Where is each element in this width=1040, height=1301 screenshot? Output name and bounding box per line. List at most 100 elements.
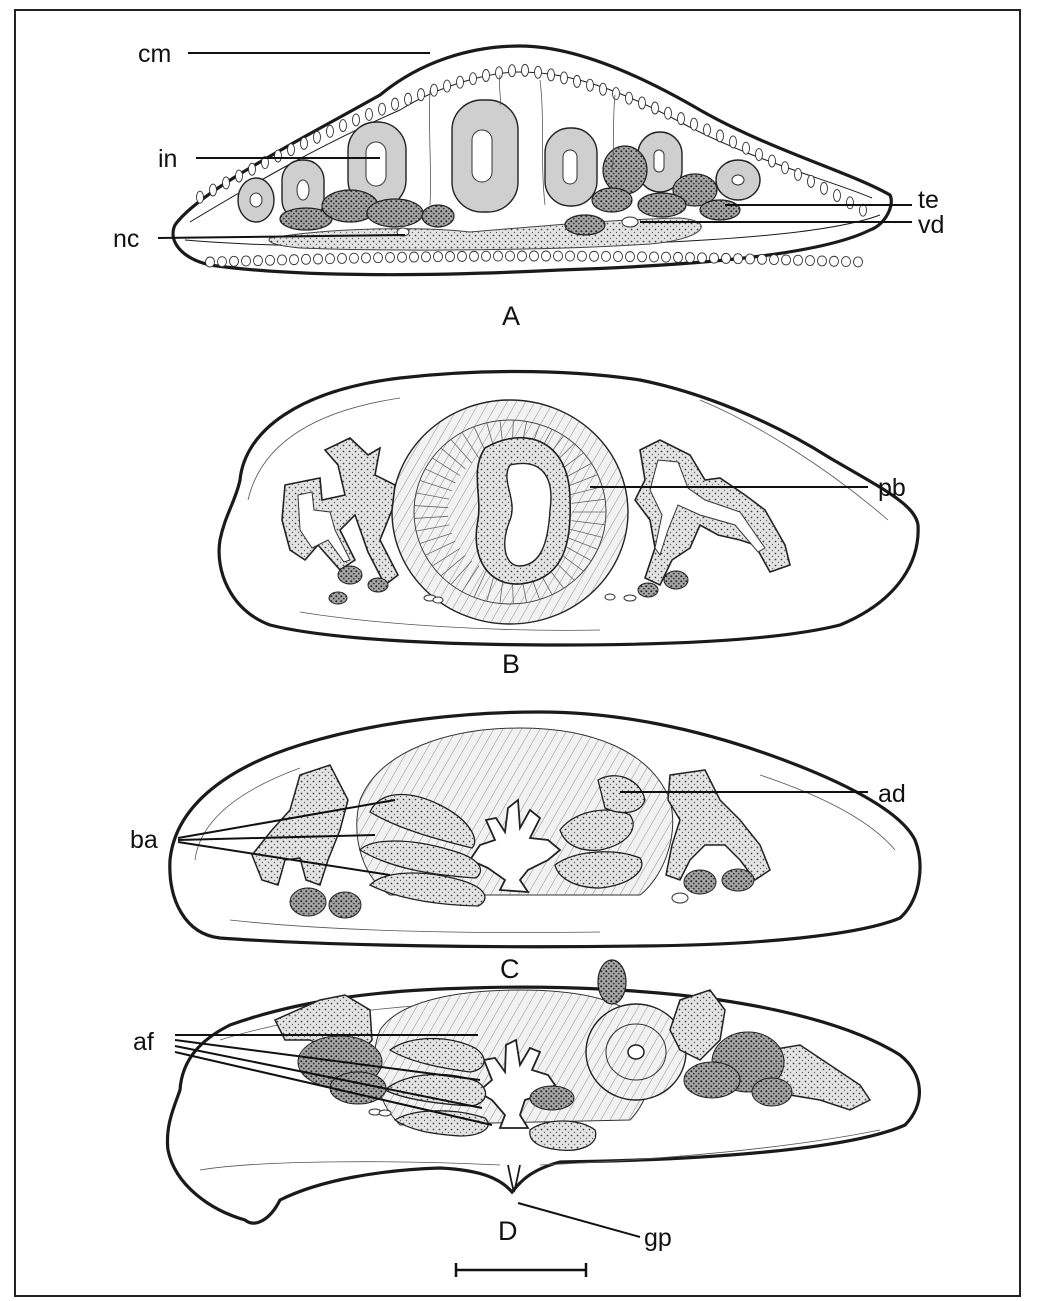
muscle-cell <box>834 190 841 202</box>
muscle-cell <box>717 130 724 142</box>
muscle-cell <box>746 254 755 264</box>
muscle-cell <box>730 136 737 148</box>
ovary-nucleus <box>628 1045 644 1059</box>
muscle-cell <box>410 252 419 262</box>
muscle-cell <box>587 79 594 91</box>
muscle-cell <box>665 107 672 119</box>
muscle-cell <box>830 256 839 266</box>
panel-c: ad ba C <box>130 712 920 984</box>
gp-leader <box>518 1203 640 1237</box>
muscle-cell <box>275 150 282 162</box>
panel-label-a: A <box>502 301 520 331</box>
panel-a: cm in nc te vd A <box>113 40 944 331</box>
label-nc: nc <box>113 225 139 253</box>
label-ad: ad <box>878 780 906 808</box>
panel-b: pb B <box>219 372 918 680</box>
muscle-cell <box>600 83 607 95</box>
muscle-cell <box>366 108 373 120</box>
muscle-cell <box>242 256 251 266</box>
muscle-cell <box>374 253 383 263</box>
muscle-cell <box>405 93 412 105</box>
muscle-cell <box>674 252 683 262</box>
muscle-cell <box>769 155 776 167</box>
muscle-cell <box>638 252 647 262</box>
label-in: in <box>158 145 177 173</box>
muscle-cell <box>230 256 239 266</box>
circular-muscle-cells-bottom <box>206 251 863 267</box>
vas-deferens <box>622 217 638 227</box>
muscle-cell <box>278 255 287 265</box>
pharyngeal-bulb <box>392 400 628 624</box>
muscle-cell <box>795 168 802 180</box>
muscle-cell <box>470 251 479 261</box>
muscle-cell <box>249 163 256 175</box>
gut-branches-right-c <box>666 770 770 880</box>
muscle-cell <box>434 252 443 262</box>
label-ba: ba <box>130 826 158 854</box>
muscle-cell <box>314 254 323 264</box>
muscle-cell <box>509 65 516 77</box>
muscle-cell <box>686 253 695 263</box>
muscle-cell <box>210 184 217 196</box>
muscle-cell <box>301 137 308 149</box>
muscle-cell <box>446 251 455 261</box>
muscle-cell <box>327 125 334 137</box>
muscle-cell <box>353 114 360 126</box>
muscle-cell <box>362 253 371 263</box>
muscle-cell <box>652 102 659 114</box>
muscle-cell <box>650 252 659 262</box>
muscle-cell <box>542 251 551 261</box>
scale-bar <box>456 1263 586 1277</box>
muscle-cell <box>483 70 490 82</box>
label-af: af <box>133 1028 154 1056</box>
muscle-cell <box>398 252 407 262</box>
muscle-cell <box>710 253 719 263</box>
muscle-cell <box>794 255 803 265</box>
label-gp: gp <box>644 1224 672 1252</box>
label-cm: cm <box>138 40 171 68</box>
muscle-cell <box>734 254 743 264</box>
label-te: te <box>918 186 939 214</box>
muscle-cell <box>314 131 321 143</box>
muscle-cell <box>496 67 503 79</box>
muscle-cell <box>223 177 230 189</box>
muscle-cell <box>522 64 529 76</box>
muscle-cell <box>422 252 431 262</box>
muscle-cell <box>847 197 854 209</box>
muscle-cell <box>578 251 587 261</box>
muscle-cell <box>288 144 295 156</box>
muscle-cell <box>338 253 347 263</box>
muscle-cell <box>518 251 527 261</box>
muscle-cell <box>444 80 451 92</box>
muscle-cell <box>506 251 515 261</box>
muscle-cell <box>561 72 568 84</box>
muscle-cell <box>470 73 477 85</box>
muscle-cell <box>302 254 311 264</box>
muscle-cell <box>326 254 335 264</box>
muscle-cell <box>197 191 204 203</box>
muscle-cell <box>854 257 863 267</box>
gut-branches-right <box>635 440 790 585</box>
muscle-cell <box>482 251 491 261</box>
muscle-cell <box>722 253 731 263</box>
muscle-cell <box>206 257 215 267</box>
muscle-cell <box>662 252 671 262</box>
muscle-cell <box>254 256 263 266</box>
muscle-cell <box>626 252 635 262</box>
panel-d: af gp D <box>133 960 919 1252</box>
muscle-cell <box>782 255 791 265</box>
muscle-cell <box>548 69 555 81</box>
label-vd: vd <box>918 211 944 239</box>
muscle-cell <box>494 251 503 261</box>
muscle-cell <box>379 103 386 115</box>
muscle-cell <box>743 142 750 154</box>
muscle-cell <box>458 251 467 261</box>
muscle-cell <box>418 89 425 101</box>
muscle-cell <box>678 113 685 125</box>
muscle-cell <box>236 170 243 182</box>
muscle-cell <box>758 254 767 264</box>
muscle-cell <box>842 257 851 267</box>
muscle-cell <box>639 97 646 109</box>
muscle-cell <box>554 251 563 261</box>
